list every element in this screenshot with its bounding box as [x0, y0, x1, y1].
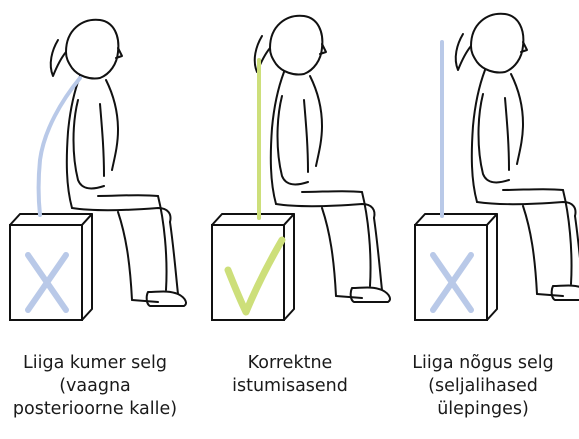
stool-icon [10, 214, 92, 320]
caption-line: (seljalihased [388, 375, 578, 398]
panel-arched-back [415, 14, 579, 320]
stool-icon [415, 214, 497, 320]
caption-line: Liiga nõgus selg [388, 352, 578, 375]
posture-illustration [0, 0, 579, 345]
caption-line: istumisasend [195, 375, 385, 398]
caption-line: Liiga kumer selg [0, 352, 190, 375]
caption-rounded-back: Liiga kumer selg (vaagna posterioorne ka… [0, 352, 190, 421]
caption-correct-posture: Korrektne istumisasend [195, 352, 385, 398]
caption-arched-back: Liiga nõgus selg (seljalihased ülepinges… [388, 352, 578, 421]
caption-line: Korrektne [195, 352, 385, 375]
caption-line: posterioorne kalle) [0, 398, 190, 421]
caption-line: (vaagna [0, 375, 190, 398]
panel-correct-posture [212, 16, 390, 320]
caption-line: ülepinges) [388, 398, 578, 421]
panel-rounded-back [10, 20, 186, 320]
